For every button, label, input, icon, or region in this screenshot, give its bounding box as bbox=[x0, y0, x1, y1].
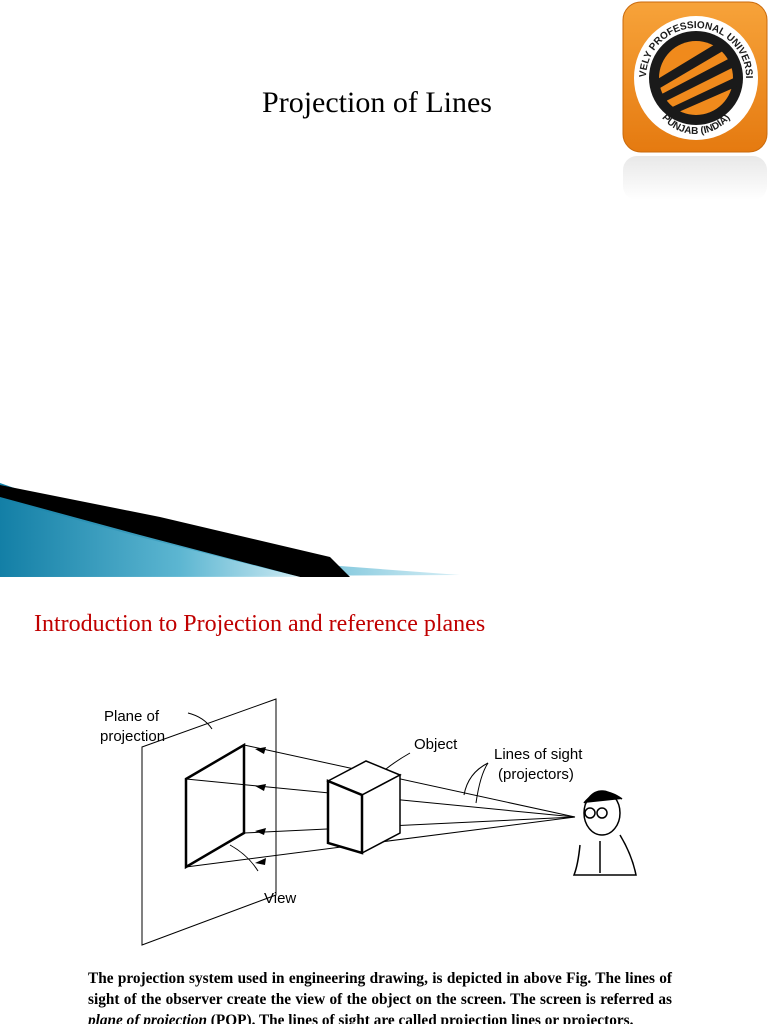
slide-2: Introduction to Projection and reference… bbox=[0, 577, 768, 1024]
paragraph-text-2: (POP). The lines of sight are called pro… bbox=[206, 1012, 634, 1024]
paragraph-emphasis: plane of projection bbox=[88, 1012, 207, 1024]
section-title: Introduction to Projection and reference… bbox=[34, 611, 486, 637]
label-plane-line2: projection bbox=[100, 728, 165, 745]
decorative-swoosh bbox=[0, 483, 460, 577]
projection-plane bbox=[141, 698, 277, 946]
label-view: View bbox=[264, 890, 296, 907]
label-projectors: (projectors) bbox=[498, 766, 574, 783]
projection-diagram: Plane of projection Object Lines of sigh… bbox=[100, 698, 637, 946]
label-lines-of-sight: Lines of sight bbox=[494, 746, 583, 763]
label-object: Object bbox=[414, 736, 458, 753]
slide-title: Projection of Lines bbox=[262, 86, 492, 119]
arrow-heads bbox=[255, 747, 266, 865]
paragraph-text-1: The projection system used in engineerin… bbox=[88, 970, 672, 1009]
description-paragraph: The projection system used in engineerin… bbox=[88, 968, 672, 1024]
university-logo: LOVELY PROFESSIONAL UNIVERSITY PUNJAB (I… bbox=[622, 0, 768, 200]
observer-figure bbox=[572, 790, 637, 876]
object-cube bbox=[326, 760, 402, 855]
slide-1: Projection of Lines LOVELY PROFESSIONAL … bbox=[0, 0, 768, 577]
label-plane-line1: Plane of bbox=[104, 708, 160, 725]
